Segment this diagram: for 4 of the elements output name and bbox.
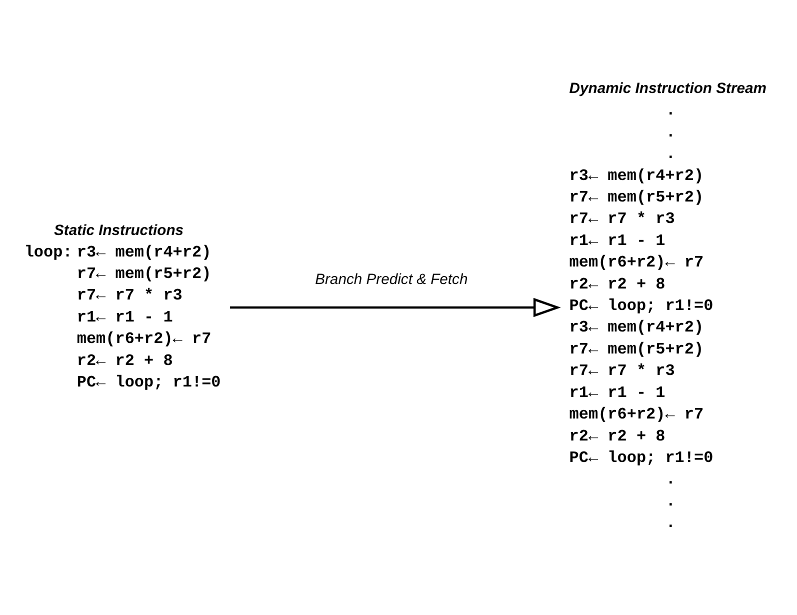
edge-label: Branch Predict & Fetch [315, 272, 468, 288]
arrow [230, 298, 561, 318]
node-text: Static Instructions loop: r3← mem(r4+r2) r7← mem(r5+r2) r7← r7 * r3 r1← r1 - 1 mem(r6+r2)← r7 r2← r2 + 8 PC← loop; r1!=0 [24, 222, 221, 392]
node-text: Dynamic Instruction Stream . . . r3← mem(r4+r2) r7← mem(r5+r2) r7← r7 * r3 r1← r1 - 1 mem(r6+r2)← r7 r2← r2 + 8 PC← loop; r1!=0 r3← mem(r4+r2) r7← mem(r5+r2) r7← r7 * r3 r1← r1 - 1 mem(r6+r2)← r7 r2← r2 + 8 PC← loop; r1!=0 . . . [569, 81, 766, 532]
